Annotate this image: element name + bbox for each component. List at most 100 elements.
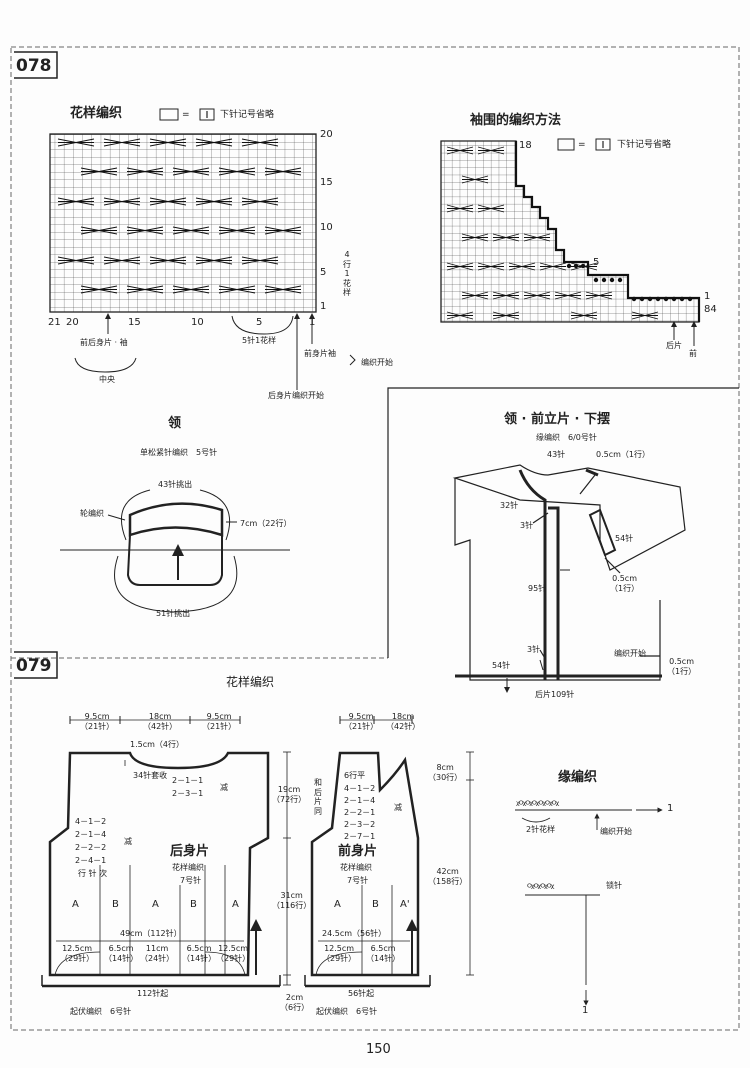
back-col-b2: B (190, 899, 197, 910)
front-piece-name: 前身片 (338, 844, 378, 859)
edge-start: 编织开始 (600, 827, 632, 836)
back-piece-name: 后身片 (170, 844, 210, 859)
repeat-label: 5针1花样 (242, 336, 277, 345)
band-width-top: 0.5cm（1行） (596, 450, 651, 459)
front-sleeve-label: 前身片袖 (304, 349, 336, 358)
col-label-10: 10 (191, 317, 204, 328)
armhole-front-label: 前 (689, 349, 697, 358)
back-neck-depth: 1.5cm（4行） (130, 740, 185, 749)
back-neck-dec-2: 2－3－1 (172, 789, 204, 798)
back-cast-on: 112针起 (137, 989, 169, 998)
band-start-label: 编织开始 (614, 649, 646, 658)
front-neck-dec-6: 2－7－1 (344, 832, 376, 841)
collar-title: 领 (168, 416, 182, 431)
front-col-a: A (334, 899, 341, 910)
front-seg-1: 12.5cm （29针） (322, 944, 357, 963)
armhole-chart-legend: 下针记号省略 (617, 140, 672, 150)
back-col-a1: A (72, 899, 79, 910)
row-label-20: 20 (320, 129, 333, 140)
edge-chart-title: 缘编织 (558, 770, 598, 785)
row-label-5: 5 (320, 267, 327, 278)
back-seg-3: 11cm （24针） (140, 944, 175, 963)
collar-diagram (60, 489, 290, 613)
center-label: 中央 (99, 375, 115, 384)
collar-method: 单松紧针编织 5号针 (140, 448, 218, 457)
band-stitches-54b: 54针 (492, 661, 511, 670)
edge-repeat: 2针花样 (526, 825, 556, 834)
col-label-15: 15 (128, 317, 141, 328)
back-seg-5: 12.5cm （29针） (216, 944, 251, 963)
page-frame (10, 46, 740, 1031)
back-bottom-note: 起伏编织 6号针 (70, 1007, 132, 1016)
front-neck-dec-4: 2－2－1 (344, 808, 376, 817)
front-neck-depth: 8cm （30行） (428, 763, 463, 782)
back-arm-dec-1: 4－1－2 (75, 817, 107, 826)
back-neck-dec-word: 减 (220, 783, 228, 792)
pattern-chart-legend: 下针记号省略 (220, 110, 275, 120)
front-neck-dec-2: 4－1－2 (344, 784, 376, 793)
armhole-row-18: 18 (519, 140, 532, 151)
back-arm-dec-2: 2－1－4 (75, 830, 107, 839)
band-garment (452, 464, 686, 681)
front-piece-pattern: 花样编织 (340, 863, 372, 872)
row-label-1: 1 (320, 301, 327, 312)
band-sleeve-width: 0.5cm （1行） (610, 574, 640, 593)
edge-chain-label: 锁针 (606, 881, 622, 890)
front-cast-on: 56针起 (348, 989, 375, 998)
front-bottom-note: 起伏编织 6号针 (316, 1007, 378, 1016)
section-tag-079: 079 (16, 656, 52, 676)
back-seg-4: 6.5cm （14针） (182, 944, 217, 963)
band-stitches-54a: 54针 (615, 534, 634, 543)
armhole-chart-grid (440, 140, 701, 346)
back-total-width: 49cm（112针） (120, 929, 182, 938)
band-hem-width: 0.5cm （1行） (667, 657, 697, 676)
back-dim-1: 9.5cm （21针） (80, 712, 115, 731)
collar-bottom-pickup: 51针挑出 (156, 609, 191, 618)
edge-arrow-1: 1 (667, 803, 674, 814)
band-back-stitches: 后片109针 (535, 690, 575, 699)
dim-body: 31cm （116行） (272, 891, 312, 910)
edge-chart (515, 807, 663, 1006)
front-col-b: B (372, 899, 379, 910)
edge-arrow-2: 1 (582, 1005, 589, 1016)
back-col-a3: A (232, 899, 239, 910)
back-piece (41, 716, 281, 988)
row-repeat-label: 4 行 1 花 样 (343, 250, 351, 298)
section-tag-078: 078 (16, 56, 52, 76)
band-section-box (387, 387, 739, 658)
back-arm-dec-word: 减 (124, 837, 132, 846)
front-length: 42cm （158行） (428, 867, 468, 886)
front-back-label: 前后身片 · 袖 (80, 338, 128, 347)
front-seg-2: 6.5cm （14针） (366, 944, 401, 963)
front-dim-2: 18cm （42针） (386, 712, 421, 731)
back-col-a2: A (152, 899, 159, 910)
back-neck-dec-1: 2－1－1 (172, 776, 204, 785)
collar-round-label: 轮编织 (80, 509, 104, 518)
back-dim-3: 9.5cm （21针） (202, 712, 237, 731)
band-stitches-32: 32针 (500, 501, 519, 510)
collar-top-pickup: 43针挑出 (158, 480, 193, 489)
back-seg-1: 12.5cm （29针） (60, 944, 95, 963)
legend-equals-2: = (578, 140, 586, 150)
s079-title: 花样编织 (226, 675, 275, 689)
armhole-back-label: 后片 (666, 341, 682, 350)
band-stitches-3a: 3针 (520, 521, 534, 530)
back-arm-dec-4: 2－4－1 (75, 856, 107, 865)
dim-rib: 2cm （6行） (280, 993, 310, 1012)
band-stitches-top: 43针 (547, 450, 566, 459)
back-col-b1: B (112, 899, 119, 910)
back-row-note: 行 针 次 (78, 869, 108, 878)
edge-chart-stitches: ᵡᴼᵡᴼᵡᴼᵡᴼᵡᴼᵡᴼᵡ (516, 800, 559, 811)
row-label-15: 15 (320, 177, 333, 188)
back-piece-pattern: 花样编织 (172, 863, 204, 872)
vertical-dimension-lines (283, 751, 474, 986)
band-stitches-3b: 3针 (527, 645, 541, 654)
armhole-chart-title: 袖围的编织方法 (470, 113, 562, 128)
col-label-1: 1 (309, 317, 316, 328)
dim-armhole: 19cm （72行） (272, 785, 307, 804)
collar-height: 7cm（22行） (240, 519, 292, 528)
back-seg-2: 6.5cm （14针） (104, 944, 139, 963)
front-dec-word: 减 (394, 803, 402, 812)
